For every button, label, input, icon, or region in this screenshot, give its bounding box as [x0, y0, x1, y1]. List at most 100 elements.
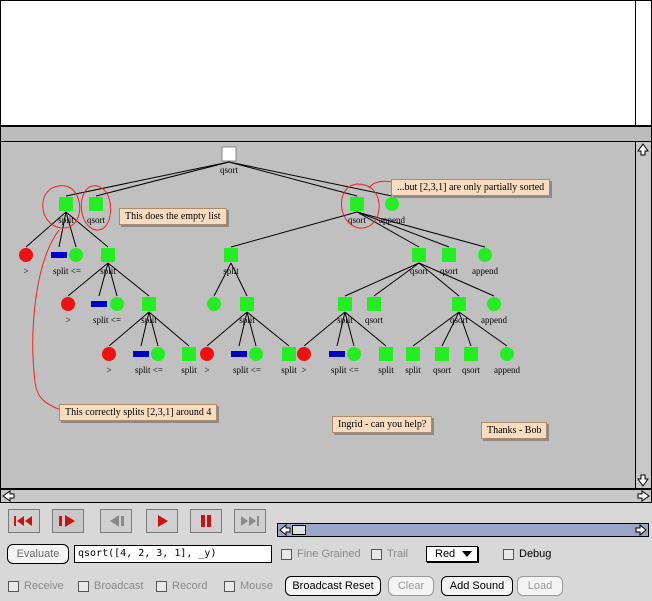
tree-node[interactable]: qsort	[462, 347, 480, 375]
tree-node[interactable]: >	[297, 347, 311, 375]
goal-circle[interactable]	[500, 347, 514, 361]
tree-node[interactable]: qsort	[450, 297, 468, 325]
goal-square[interactable]	[224, 248, 238, 262]
rewind-button[interactable]	[8, 509, 40, 533]
clear-button[interactable]: Clear	[388, 576, 434, 596]
tree-node[interactable]: >	[19, 248, 33, 276]
tree-node[interactable]: qsort	[87, 197, 105, 225]
query-input[interactable]: qsort([4, 2, 3, 1], _y)	[74, 545, 272, 563]
goal-square[interactable]	[350, 197, 364, 211]
goal-dash[interactable]	[329, 351, 345, 357]
goal-circle[interactable]	[19, 248, 33, 262]
checkbox-box[interactable]	[281, 548, 292, 560]
fast-forward-button[interactable]	[234, 509, 266, 533]
goal-square[interactable]	[406, 347, 420, 361]
goal-dash[interactable]	[133, 351, 149, 357]
broadcast-checkbox[interactable]: Broadcast	[78, 580, 144, 592]
note-correct-split[interactable]: This correctly splits [2,3,1] around 4	[59, 404, 218, 421]
goal-dash[interactable]	[51, 252, 67, 258]
evaluate-button[interactable]: Evaluate	[7, 544, 69, 564]
tree-node[interactable]	[249, 347, 263, 361]
checkbox-box[interactable]	[371, 548, 382, 560]
scroll-up-arrow-icon[interactable]	[637, 143, 649, 156]
tree-node[interactable]: split <=	[231, 351, 261, 375]
tree-node[interactable]	[69, 248, 83, 262]
goal-circle[interactable]	[151, 347, 165, 361]
note-empty-list[interactable]: This does the empty list	[119, 208, 227, 225]
checkbox-box[interactable]	[224, 580, 235, 592]
slider-right-arrow-icon[interactable]	[635, 524, 647, 536]
execution-tree-canvas[interactable]: qsort split qsort qsort append > split <= split…	[0, 141, 636, 489]
goal-square[interactable]	[182, 347, 196, 361]
goal-square[interactable]	[59, 197, 73, 211]
record-checkbox[interactable]: Record	[156, 580, 207, 592]
tree-node[interactable]: split	[100, 248, 116, 276]
add-sound-button[interactable]: Add Sound	[441, 576, 513, 596]
goal-square[interactable]	[452, 297, 466, 311]
goal-circle[interactable]	[478, 248, 492, 262]
checkbox-box[interactable]	[503, 548, 514, 560]
tree-node[interactable]	[110, 297, 124, 311]
goal-square[interactable]	[435, 347, 449, 361]
debug-checkbox[interactable]: Debug	[503, 548, 551, 560]
step-forward-button[interactable]	[52, 509, 84, 533]
tree-node[interactable]: split	[141, 297, 157, 325]
output-pane-scrollbar[interactable]	[636, 0, 652, 126]
goal-square[interactable]	[379, 347, 393, 361]
play-button[interactable]	[146, 509, 178, 533]
tree-node[interactable]: split	[58, 197, 74, 225]
tree-node[interactable]: split	[239, 297, 255, 325]
tree-node[interactable]: qsort	[433, 347, 451, 375]
tree-node[interactable]: split	[337, 297, 353, 325]
goal-circle[interactable]	[200, 347, 214, 361]
tree-node[interactable]	[347, 347, 361, 361]
goal-square[interactable]	[89, 197, 103, 211]
tree-node[interactable]: split	[378, 347, 394, 375]
trail-checkbox[interactable]: Trail	[371, 548, 408, 560]
tree-node[interactable]: split	[223, 248, 239, 276]
goal-dash[interactable]	[231, 351, 247, 357]
goal-square[interactable]	[101, 248, 115, 262]
goal-square[interactable]	[240, 297, 254, 311]
tree-node[interactable]: qsort	[440, 248, 458, 276]
tree-node[interactable]: qsort	[220, 146, 238, 175]
tree-node[interactable]: >	[200, 347, 214, 375]
goal-square[interactable]	[464, 347, 478, 361]
pause-button[interactable]	[190, 509, 222, 533]
scroll-right-arrow-icon[interactable]	[637, 490, 650, 502]
output-pane[interactable]	[0, 0, 636, 126]
note-partially-sorted[interactable]: ...but [2,3,1] are only partially sorted	[391, 179, 551, 196]
tree-node[interactable]: append	[472, 248, 498, 276]
goal-circle[interactable]	[61, 297, 75, 311]
goal-circle[interactable]	[207, 297, 221, 311]
goal-square[interactable]	[412, 248, 426, 262]
broadcast-reset-button[interactable]: Broadcast Reset	[285, 576, 381, 596]
tree-node[interactable]: append	[494, 347, 520, 375]
pane-divider[interactable]	[0, 126, 652, 142]
goal-circle[interactable]	[347, 347, 361, 361]
goal-square[interactable]	[142, 297, 156, 311]
load-button[interactable]: Load	[517, 576, 563, 596]
goal-circle[interactable]	[297, 347, 311, 361]
goal-circle[interactable]	[487, 297, 501, 311]
checkbox-box[interactable]	[78, 580, 89, 592]
receive-checkbox[interactable]: Receive	[8, 580, 64, 592]
goal-dash[interactable]	[91, 301, 107, 307]
tree-node[interactable]: split	[405, 347, 421, 375]
tree-node[interactable]: split	[281, 347, 297, 375]
tree-node[interactable]: split	[181, 347, 197, 375]
tree-node[interactable]: >	[61, 297, 75, 325]
goal-circle[interactable]	[385, 197, 399, 211]
checkbox-box[interactable]	[8, 580, 19, 592]
tree-node[interactable]: qsort	[365, 297, 383, 325]
tree-node[interactable]	[207, 297, 221, 311]
tree-node[interactable]: qsort	[348, 197, 366, 225]
tree-node[interactable]: split <=	[133, 351, 163, 375]
canvas-horizontal-scrollbar[interactable]	[0, 489, 652, 503]
scroll-down-arrow-icon[interactable]	[637, 474, 649, 487]
note-thanks[interactable]: Thanks - Bob	[481, 422, 548, 439]
timeline-slider-thumb[interactable]	[292, 525, 306, 535]
slider-left-arrow-icon[interactable]	[279, 524, 291, 536]
tree-node[interactable]: append	[481, 297, 507, 325]
goal-circle[interactable]	[110, 297, 124, 311]
